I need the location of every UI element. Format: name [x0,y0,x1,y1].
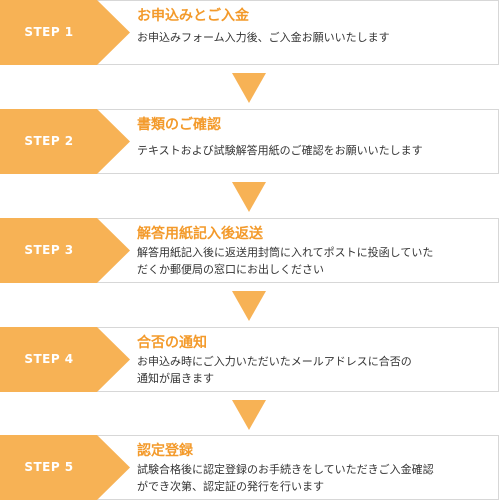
step-4: STEP 4 合否の通知 お申込み時にご入力いただいたメールアドレスに合否の 通… [0,327,500,393]
down-arrow-icon [232,73,266,103]
step-title: 認定登録 [137,443,193,459]
step-label: STEP 1 [24,25,74,39]
step-description: お申込み時にご入力いただいたメールアドレスに合否の 通知が届きます [137,355,412,385]
step-2: STEP 2 書類のご確認 テキストおよび試験解答用紙のご確認をお願いいたします [0,109,500,175]
down-arrow-icon [232,182,266,212]
step-5: STEP 5 認定登録 試験合格後に認定登録のお手続きをしていただきご入金確認 … [0,435,500,501]
step-description: 解答用紙記入後に返送用封筒に入れてポストに投函していた だくか郵便局の窓口にお出… [137,246,434,276]
step-title: 解答用紙記入後返送 [137,226,263,242]
step-label: STEP 4 [24,352,74,366]
step-label: STEP 5 [24,460,74,474]
down-arrow-icon [232,400,266,430]
step-label: STEP 3 [24,243,74,257]
step-1: STEP 1 お申込みとご入金 お申込みフォーム入力後、ご入金お願いいたします [0,0,500,66]
down-arrow-icon [232,291,266,321]
step-description: テキストおよび試験解答用紙のご確認をお願いいたします [137,144,423,157]
step-title: お申込みとご入金 [137,8,249,24]
step-description: お申込みフォーム入力後、ご入金お願いいたします [137,31,390,44]
step-title: 合否の通知 [137,335,207,351]
step-description: 試験合格後に認定登録のお手続きをしていただきご入金確認 ができ次第、認定証の発行… [137,463,434,493]
step-label: STEP 2 [24,134,74,148]
step-3: STEP 3 解答用紙記入後返送 解答用紙記入後に返送用封筒に入れてポストに投函… [0,218,500,284]
step-title: 書類のご確認 [137,117,221,133]
